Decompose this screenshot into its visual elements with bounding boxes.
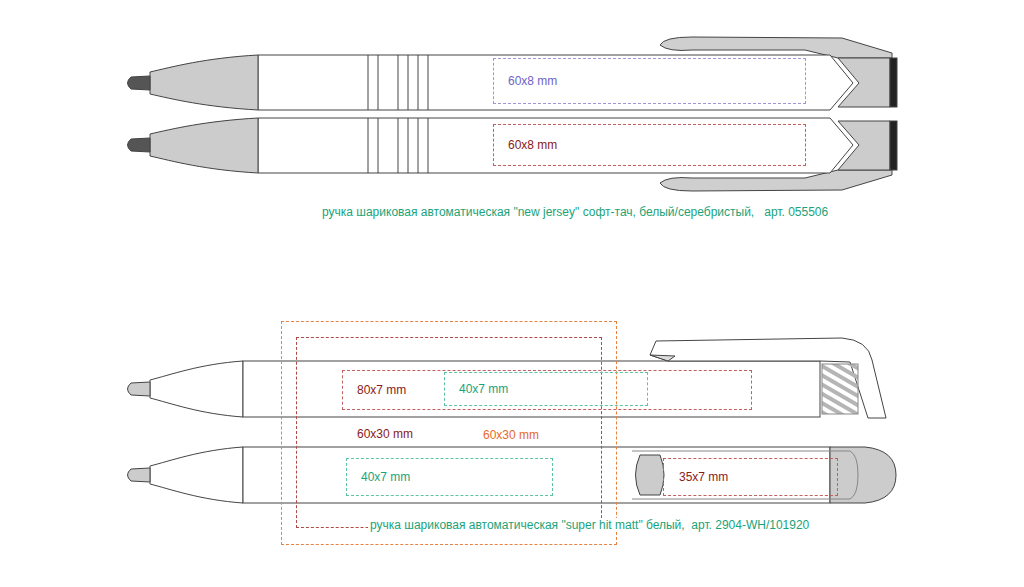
imprint-size: 40x7 mm xyxy=(459,382,508,396)
pen-part xyxy=(408,55,409,110)
pen-part xyxy=(636,455,665,495)
imprint-size: 80x7 mm xyxy=(357,383,406,397)
pen-super-hit xyxy=(128,447,897,503)
pen-part xyxy=(150,55,258,110)
pen-part xyxy=(150,361,243,417)
pen-part xyxy=(890,58,897,107)
imprint-area: 60x8 mm xyxy=(493,124,806,166)
product-caption: ручка шариковая автоматическая "new jers… xyxy=(320,205,830,219)
product-caption: ручка шариковая автоматическая "super hi… xyxy=(368,518,811,532)
pen-part xyxy=(830,447,896,503)
imprint-area: 40x7 mm xyxy=(346,458,553,496)
imprint-area: 60x30 mm 60x30 mm 40x7 mm xyxy=(281,321,617,545)
pen-part xyxy=(128,76,151,90)
pen-part xyxy=(838,58,890,107)
imprint-size: 60x30 mm xyxy=(483,428,539,442)
pen-part xyxy=(428,55,429,110)
pen-part xyxy=(650,338,886,418)
imprint-size: 60x8 mm xyxy=(508,138,557,152)
imprint-size: 35x7 mm xyxy=(679,470,728,484)
imprint-size: 60x8 mm xyxy=(508,74,557,88)
pen-part xyxy=(632,451,858,499)
pen-super-hit xyxy=(128,338,887,418)
imprint-area: 80x7 mm xyxy=(342,370,752,410)
pen-part xyxy=(243,361,820,417)
pen-part xyxy=(128,382,151,396)
pen-part xyxy=(128,468,151,482)
imprint-area: 40x7 mm xyxy=(444,372,648,406)
pen-part xyxy=(243,447,830,503)
pen-part xyxy=(398,55,399,110)
pen-part xyxy=(650,355,675,361)
imprint-size: 60x30 mm xyxy=(357,427,413,441)
pen-new-jersey xyxy=(128,118,898,191)
imprint-area: 60x30 mm 40x7 mm xyxy=(296,337,602,528)
pen-new-jersey xyxy=(128,37,898,110)
imprint-area: 60x8 mm xyxy=(493,58,806,104)
pen-part xyxy=(258,55,853,110)
imprint-area: 35x7 mm xyxy=(663,458,838,496)
imprint-size: 40x7 mm xyxy=(361,470,410,484)
pen-part xyxy=(418,55,419,110)
pen-part xyxy=(822,364,858,414)
pen-part xyxy=(150,447,243,503)
pen-part xyxy=(368,55,369,110)
pen-part xyxy=(378,55,379,110)
